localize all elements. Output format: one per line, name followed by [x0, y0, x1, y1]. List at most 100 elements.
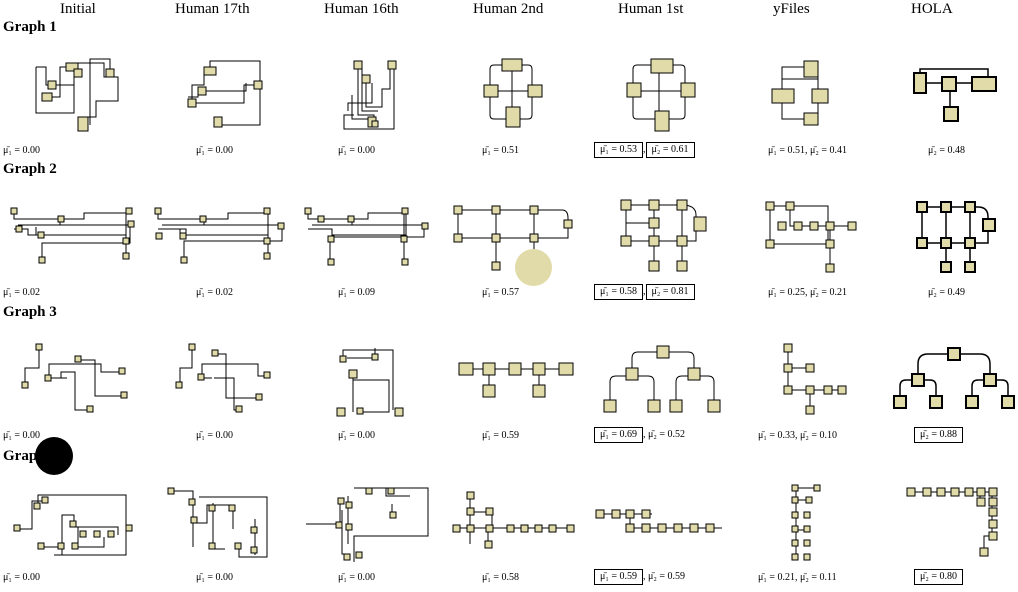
metric-value: μ̄₁ = 0.51	[482, 145, 519, 156]
graph-drawing	[453, 205, 573, 271]
column-header-human-1st: Human 1st	[618, 1, 684, 17]
metric-value: μ̄₂ = 0.49	[928, 287, 965, 298]
graph-drawing	[906, 487, 998, 557]
graph-edges	[787, 348, 842, 410]
graph-edges	[457, 209, 569, 266]
graph-nodes	[167, 487, 258, 554]
graph-drawing	[167, 487, 268, 558]
graph-nodes	[452, 491, 575, 549]
metric-caption: μ̄₁ = 0.00	[3, 430, 40, 442]
graph-edges	[306, 487, 429, 562]
graph-nodes	[335, 487, 397, 561]
metric-value: , μ̄₂ = 0.59	[643, 571, 685, 582]
graph-nodes	[620, 199, 707, 272]
metric-value: μ̄₁ = 0.00	[338, 572, 375, 583]
metric-value: μ̄₁ = 0.33, μ̄₂ = 0.10	[758, 430, 837, 441]
column-header-human-17th: Human 17th	[175, 1, 250, 17]
graph-drawing	[595, 509, 722, 533]
graph-nodes	[41, 62, 115, 132]
metric-value: μ̄₁ = 0.00	[196, 145, 233, 156]
graph-nodes	[453, 205, 573, 271]
graph-nodes	[595, 509, 715, 533]
graph-drawing	[771, 60, 829, 126]
graph-edges	[179, 348, 268, 411]
metric-caption: μ̄₁ = 0.59, μ̄₂ = 0.59	[594, 569, 685, 585]
graph-nodes	[765, 201, 857, 273]
metric-boxed-value: μ̄₂ = 0.81	[645, 284, 695, 300]
metric-caption: μ̄₁ = 0.00	[338, 145, 375, 157]
metric-value: μ̄₁ = 0.00	[338, 430, 375, 441]
metric-boxed-value: μ̄₁ = 0.58	[594, 284, 643, 300]
column-header-initial: Initial	[60, 1, 96, 17]
metric-value: μ̄₁ = 0.02	[196, 287, 233, 298]
metric-caption: μ̄₂ = 0.88	[914, 427, 963, 443]
metric-caption: μ̄₁ = 0.00	[196, 572, 233, 584]
graph-nodes	[791, 484, 821, 561]
metric-value: μ̄₁ = 0.51, μ̄₂ = 0.41	[768, 145, 847, 156]
metric-caption: μ̄₂ = 0.80	[914, 569, 963, 585]
metric-value: μ̄₁ = 0.57	[482, 287, 519, 298]
graph-edges	[769, 205, 852, 268]
metric-caption: μ̄₁ = 0.51	[482, 145, 519, 157]
graph-drawing	[10, 207, 135, 264]
click-marker	[35, 437, 73, 475]
metric-value: μ̄₁ = 0.09	[338, 287, 375, 298]
metric-caption: μ̄₁ = 0.59	[482, 430, 519, 442]
graph-nodes	[13, 496, 133, 550]
metric-caption: μ̄₁ = 0.00	[196, 145, 233, 157]
metric-caption: μ̄₁ = 0.57	[482, 287, 519, 299]
graph-nodes	[353, 60, 397, 128]
graph-edges	[456, 496, 574, 544]
graph-edges	[625, 204, 697, 265]
graph-edges	[24, 348, 123, 411]
metric-caption: μ̄₁ = 0.25, μ̄₂ = 0.21	[768, 287, 847, 299]
graph-edges	[13, 211, 131, 259]
graph-nodes	[893, 347, 1015, 409]
graph-drawing	[626, 58, 696, 132]
graph-nodes	[154, 207, 285, 264]
graph-drawing	[187, 60, 263, 128]
metric-value: μ̄₁ = 0.00	[3, 145, 40, 156]
graph-nodes	[771, 60, 829, 126]
graph-nodes	[913, 72, 997, 122]
column-header-yfiles: yFiles	[773, 1, 810, 17]
metric-caption: μ̄₁ = 0.09	[338, 287, 375, 299]
metric-caption: μ̄₁ = 0.02	[3, 287, 40, 299]
graph-drawing	[304, 207, 429, 266]
graph-drawing	[483, 58, 543, 128]
graph-nodes	[175, 343, 271, 413]
column-header-hola: HOLA	[911, 1, 953, 17]
metric-caption: μ̄₂ = 0.49	[928, 287, 965, 299]
graph-nodes	[916, 201, 996, 273]
column-header-human-2nd: Human 2nd	[473, 1, 544, 17]
metric-value: μ̄₁ = 0.00	[196, 572, 233, 583]
row-label-graph-2: Graph 2	[3, 161, 57, 177]
graph-edges	[342, 348, 394, 413]
graph-nodes	[783, 343, 847, 415]
column-header-human-16th: Human 16th	[324, 1, 399, 17]
metric-caption: μ̄₁ = 0.00	[3, 572, 40, 584]
row-label-graph-4: Grap	[3, 448, 38, 464]
metric-boxed-value: μ̄₁ = 0.69	[594, 427, 643, 443]
graph-drawing	[916, 201, 996, 273]
row-label-graph-1: Graph 1	[3, 19, 57, 35]
graph-drawing	[13, 494, 133, 556]
metric-caption: μ̄₁ = 0.02	[196, 287, 233, 299]
metric-boxed-value: μ̄₂ = 0.80	[914, 569, 963, 585]
metric-value: μ̄₁ = 0.21, μ̄₂ = 0.11	[758, 572, 837, 583]
metric-value: μ̄₁ = 0.00	[338, 145, 375, 156]
metric-value: , μ̄₂ = 0.52	[643, 429, 685, 440]
graph-drawing	[765, 201, 857, 273]
graph-drawing	[791, 484, 821, 561]
graph-drawing	[893, 347, 1015, 409]
graph-drawing	[458, 362, 574, 398]
metric-caption: μ̄₁ = 0.00	[196, 430, 233, 442]
graph-nodes	[336, 353, 404, 417]
graph-nodes	[304, 207, 429, 266]
metric-value: μ̄₁ = 0.25, μ̄₂ = 0.21	[768, 287, 847, 298]
metric-value: μ̄₁ = 0.59	[482, 430, 519, 441]
metric-value: μ̄₁ = 0.58	[482, 572, 519, 583]
graph-drawing	[154, 207, 285, 264]
row-label-graph-3: Graph 3	[3, 304, 57, 320]
